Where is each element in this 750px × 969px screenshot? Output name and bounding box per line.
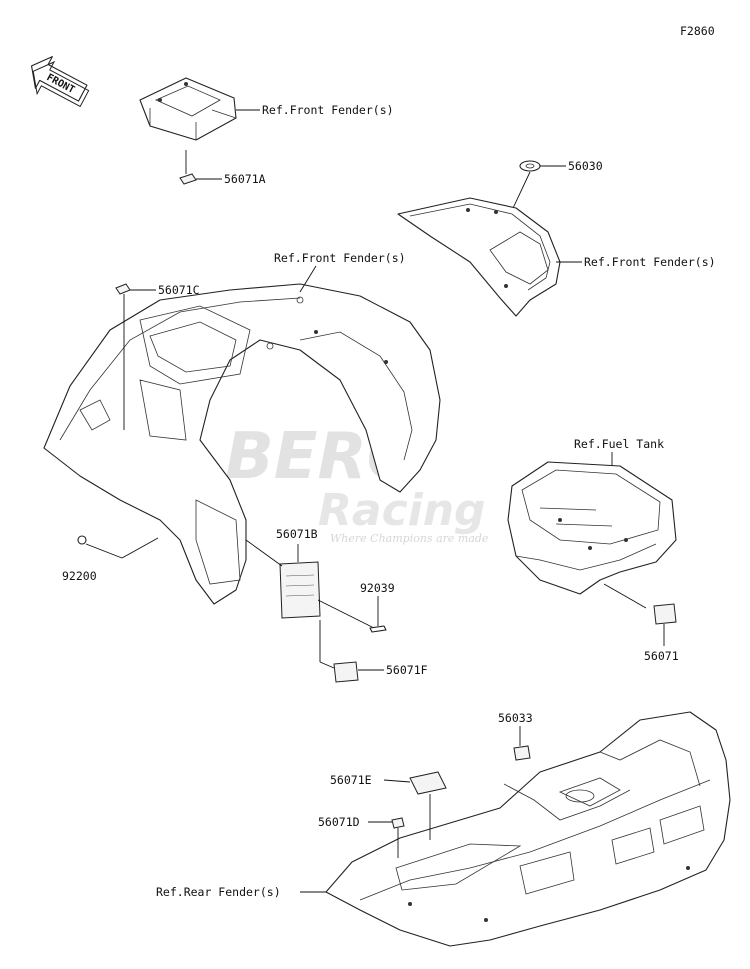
watermark-line2: Racing <box>318 485 486 536</box>
callout-56071E: 56071E <box>330 773 372 787</box>
callout-ref-front-fender-1: Ref.Front Fender(s) <box>262 103 394 117</box>
watermark-tagline: Where Champions are made <box>330 532 489 545</box>
callout-92200: 92200 <box>62 569 97 583</box>
label-56071E-shape <box>409 771 447 795</box>
label-56071-shape <box>653 603 677 625</box>
callout-56071F: 56071F <box>386 663 428 677</box>
right-fender-panel <box>397 197 561 317</box>
callout-56071B: 56071B <box>276 527 318 541</box>
grommet-56030-shape <box>519 160 541 172</box>
callout-56071A: 56071A <box>224 172 266 186</box>
leader-line <box>383 779 411 783</box>
leader-line <box>299 265 317 293</box>
label-56033-shape <box>513 745 531 761</box>
watermark: BERG Racing Where Champions are made <box>225 420 489 545</box>
callout-92039: 92039 <box>360 581 395 595</box>
front-fender-main <box>43 283 441 605</box>
callout-56071: 56071 <box>644 649 679 663</box>
label-56071F-shape <box>333 661 359 683</box>
callout-56033: 56033 <box>498 711 533 725</box>
callout-56071C: 56071C <box>158 283 200 297</box>
callout-56030: 56030 <box>568 159 603 173</box>
fuel-tank-tray <box>507 461 677 595</box>
callout-56071D: 56071D <box>318 815 360 829</box>
callout-ref-rear-fender: Ref.Rear Fender(s) <box>156 885 281 899</box>
callout-ref-front-fender-2: Ref.Front Fender(s) <box>274 251 406 265</box>
leader-line <box>245 539 283 567</box>
leader-line <box>121 537 159 559</box>
clip-92200-shape <box>77 535 87 545</box>
label-56071A-shape <box>179 173 197 185</box>
leader-line <box>603 583 647 609</box>
clip-92039-shape <box>369 625 387 633</box>
label-56071B-shape <box>279 561 321 619</box>
leader-line <box>319 661 335 669</box>
callout-ref-front-fender-3: Ref.Front Fender(s) <box>584 255 716 269</box>
leader-line <box>85 543 123 559</box>
front-arrow-icon: FRONT <box>30 56 90 108</box>
label-56071C-shape <box>115 283 131 295</box>
rear-fender <box>325 711 731 947</box>
label-56071D-shape <box>391 817 405 829</box>
callout-ref-fuel-tank: Ref.Fuel Tank <box>574 437 664 451</box>
top-cover-part <box>139 77 237 141</box>
diagram-code: F2860 <box>680 24 715 38</box>
leader-line <box>317 599 375 629</box>
